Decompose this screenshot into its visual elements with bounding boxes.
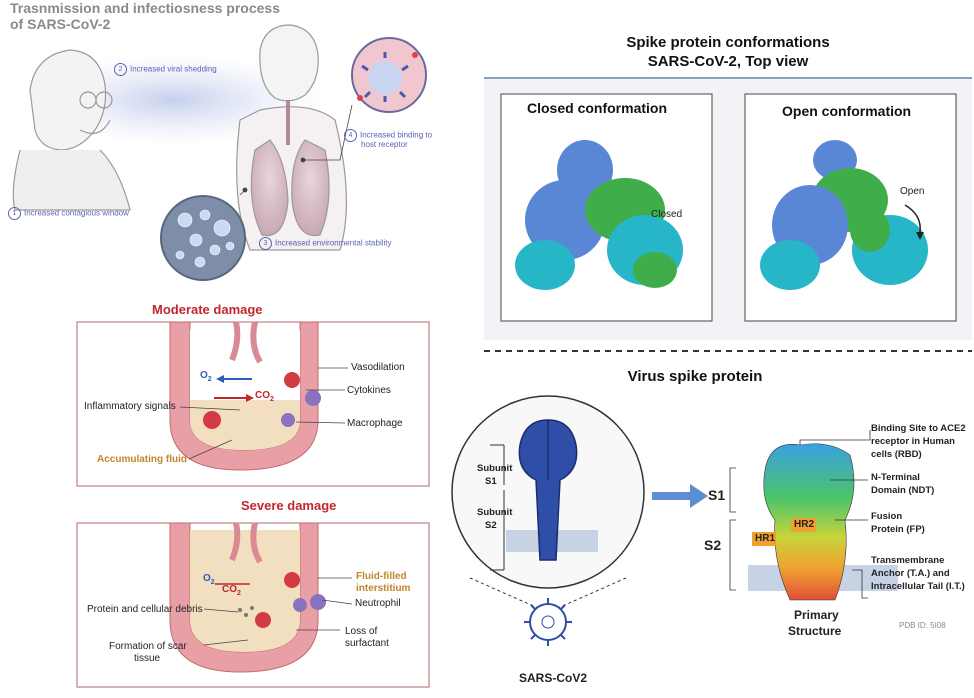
co2-label: CO2 bbox=[255, 390, 274, 403]
open-label: Open bbox=[900, 186, 925, 197]
step-number: 2 bbox=[114, 63, 127, 76]
conformations-title-line2: SARS-CoV-2, Top view bbox=[647, 53, 809, 70]
transmission-illustration bbox=[12, 24, 427, 281]
primary-structure bbox=[729, 430, 898, 601]
step-number: 3 bbox=[259, 237, 272, 250]
fluid-filled-label-1: Fluid-filled bbox=[356, 571, 407, 582]
scar-label-2: tissue bbox=[134, 653, 161, 664]
cytokines-label: Cytokines bbox=[347, 385, 391, 396]
subunit-s1-label-2: S1 bbox=[485, 476, 497, 487]
s2-label: S2 bbox=[704, 537, 722, 553]
conformations-title-line1: Spike protein conformations bbox=[626, 34, 830, 51]
ndt-label-1: N-Terminal bbox=[871, 472, 920, 483]
debris-label: Protein and cellular debris bbox=[87, 604, 203, 615]
step-label: Increased viral shedding bbox=[130, 64, 217, 74]
ta-label-1: Transmembrane bbox=[871, 555, 945, 566]
arrow-to-primary bbox=[652, 484, 708, 508]
rbd-label-1: Binding Site to ACE2 bbox=[871, 423, 966, 434]
conformations-panel bbox=[484, 77, 972, 340]
step-number: 4 bbox=[344, 129, 357, 142]
severe-damage-title: Severe damage bbox=[241, 498, 337, 513]
step-label: Increased binding to bbox=[360, 130, 433, 140]
droplet-zoom-bubble bbox=[160, 195, 246, 281]
step-label: Increased contagious window bbox=[24, 208, 129, 218]
o2-label: O2 bbox=[200, 370, 212, 383]
ndt-label-2: Domain (NDT) bbox=[871, 485, 935, 496]
step-4-line2: host receptor bbox=[361, 140, 408, 149]
surfactant-label-1: Loss of bbox=[345, 626, 378, 637]
macrophage-label: Macrophage bbox=[347, 418, 403, 429]
s1-label: S1 bbox=[708, 487, 726, 503]
ta-label-2: Anchor (T.A.) and bbox=[871, 568, 950, 579]
hr1-label: HR1 bbox=[755, 533, 776, 544]
transmission-title-line2: of SARS-CoV-2 bbox=[10, 16, 111, 32]
rbd-label-3: cells (RBD) bbox=[871, 449, 922, 460]
primary-structure-label-2: Structure bbox=[788, 624, 842, 638]
inflammatory-signals-label: Inflammatory signals bbox=[84, 401, 176, 412]
closed-conformation-title: Closed conformation bbox=[527, 100, 668, 116]
moderate-damage-title: Moderate damage bbox=[152, 302, 263, 317]
scar-label-1: Formation of scar bbox=[109, 641, 187, 652]
primary-structure-label-1: Primary bbox=[794, 608, 839, 622]
coughing-person bbox=[12, 49, 131, 211]
subunit-s2-label-2: S2 bbox=[485, 520, 497, 531]
spike-zoom-circle bbox=[451, 395, 645, 609]
moderate-damage-panel bbox=[76, 321, 430, 487]
virus-spike-title: Virus spike protein bbox=[627, 368, 763, 385]
subunit-s1-label-1: Subunit bbox=[477, 463, 513, 474]
fluid-filled-label-2: interstitium bbox=[356, 583, 411, 594]
closed-trimer bbox=[515, 140, 683, 290]
virus-zoom-bubble bbox=[351, 37, 427, 113]
step-number: 1 bbox=[8, 207, 21, 220]
pdb-id-label: PDB ID: 5I08 bbox=[899, 621, 946, 630]
ta-label-3: Intracellular Tail (I.T.) bbox=[871, 581, 965, 592]
person-with-lungs bbox=[236, 24, 348, 251]
step-label: Increased environmental stability bbox=[275, 238, 392, 248]
severe-co2-label: CO2 bbox=[222, 584, 241, 597]
closed-label: Closed bbox=[651, 209, 683, 220]
surfactant-label-2: surfactant bbox=[345, 638, 389, 649]
severe-damage-panel bbox=[76, 522, 430, 688]
neutrophil-label: Neutrophil bbox=[355, 598, 401, 609]
transmission-title-line1: Trasnmission and infectiosness process bbox=[10, 0, 280, 16]
hr2-label: HR2 bbox=[794, 519, 815, 530]
fp-label-1: Fusion bbox=[871, 511, 903, 522]
subunit-s2-label-1: Subunit bbox=[477, 507, 513, 518]
vasodilation-label: Vasodilation bbox=[351, 362, 405, 373]
open-conformation-title: Open conformation bbox=[782, 103, 912, 119]
accumulating-fluid-label: Accumulating fluid bbox=[97, 454, 187, 465]
virus-particle bbox=[524, 598, 572, 646]
open-trimer bbox=[760, 140, 928, 290]
fp-label-2: Protein (FP) bbox=[871, 524, 925, 535]
virus-label: SARS-CoV2 bbox=[519, 671, 588, 685]
rbd-label-2: receptor in Human bbox=[871, 436, 955, 447]
severe-o2-label: O2 bbox=[203, 573, 215, 586]
